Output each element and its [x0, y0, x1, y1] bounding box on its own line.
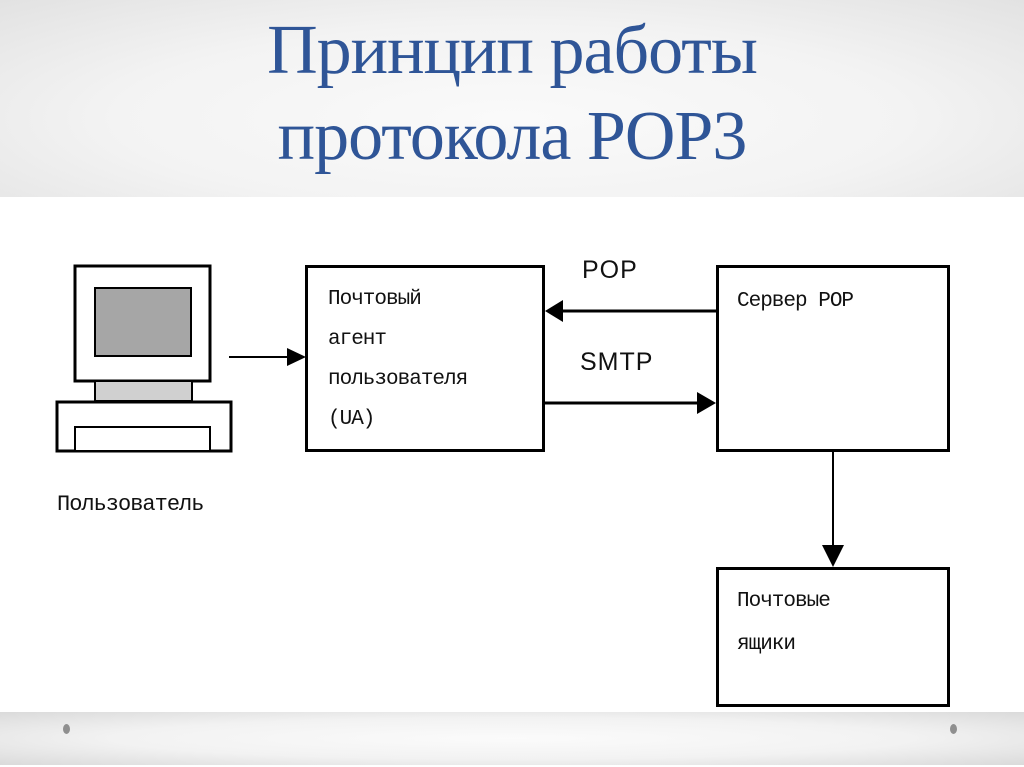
pop-label: POP: [582, 256, 638, 284]
mailbox-line-2: ящики: [737, 633, 796, 656]
footer-dot-left: [63, 724, 70, 734]
arrowhead-icon: [822, 545, 844, 567]
arrowhead-icon: [545, 300, 563, 322]
mailbox-line-1: Почтовые: [737, 590, 831, 613]
title-line-1: Принцип работы: [267, 12, 758, 89]
ua-line-2: агент: [328, 328, 387, 351]
monitor-screen: [94, 287, 192, 357]
slide-title: Принцип работы протокола POP3: [0, 8, 1024, 180]
slide-footer: [0, 712, 1024, 765]
ua-line-4: (UA): [328, 408, 375, 431]
ua-line-1: Почтовый: [328, 288, 422, 311]
slide-header: Принцип работы протокола POP3: [0, 0, 1024, 197]
arrow-user-to-ua: [229, 348, 306, 366]
ua-line-3: пользователя: [328, 368, 468, 391]
arrow-server-to-mailboxes: [822, 451, 844, 567]
user-label: Пользователь: [57, 492, 204, 517]
mailboxes-box: Почтовые ящики: [716, 567, 950, 707]
arrowhead-icon: [697, 392, 716, 414]
arrow-smtp: [545, 392, 716, 414]
footer-dot-right: [950, 724, 957, 734]
server-label: Сервер POP: [737, 290, 854, 313]
ua-box: Почтовый агент пользователя (UA): [305, 265, 545, 452]
pop-server-box: Сервер POP: [716, 265, 950, 452]
arrowhead-icon: [287, 348, 306, 366]
arrow-pop: [545, 300, 717, 322]
monitor-stand: [94, 380, 193, 402]
computer-icon: [55, 264, 233, 453]
smtp-label: SMTP: [580, 348, 654, 376]
disk-drive: [74, 426, 211, 452]
title-line-2: протокола POP3: [277, 98, 748, 175]
